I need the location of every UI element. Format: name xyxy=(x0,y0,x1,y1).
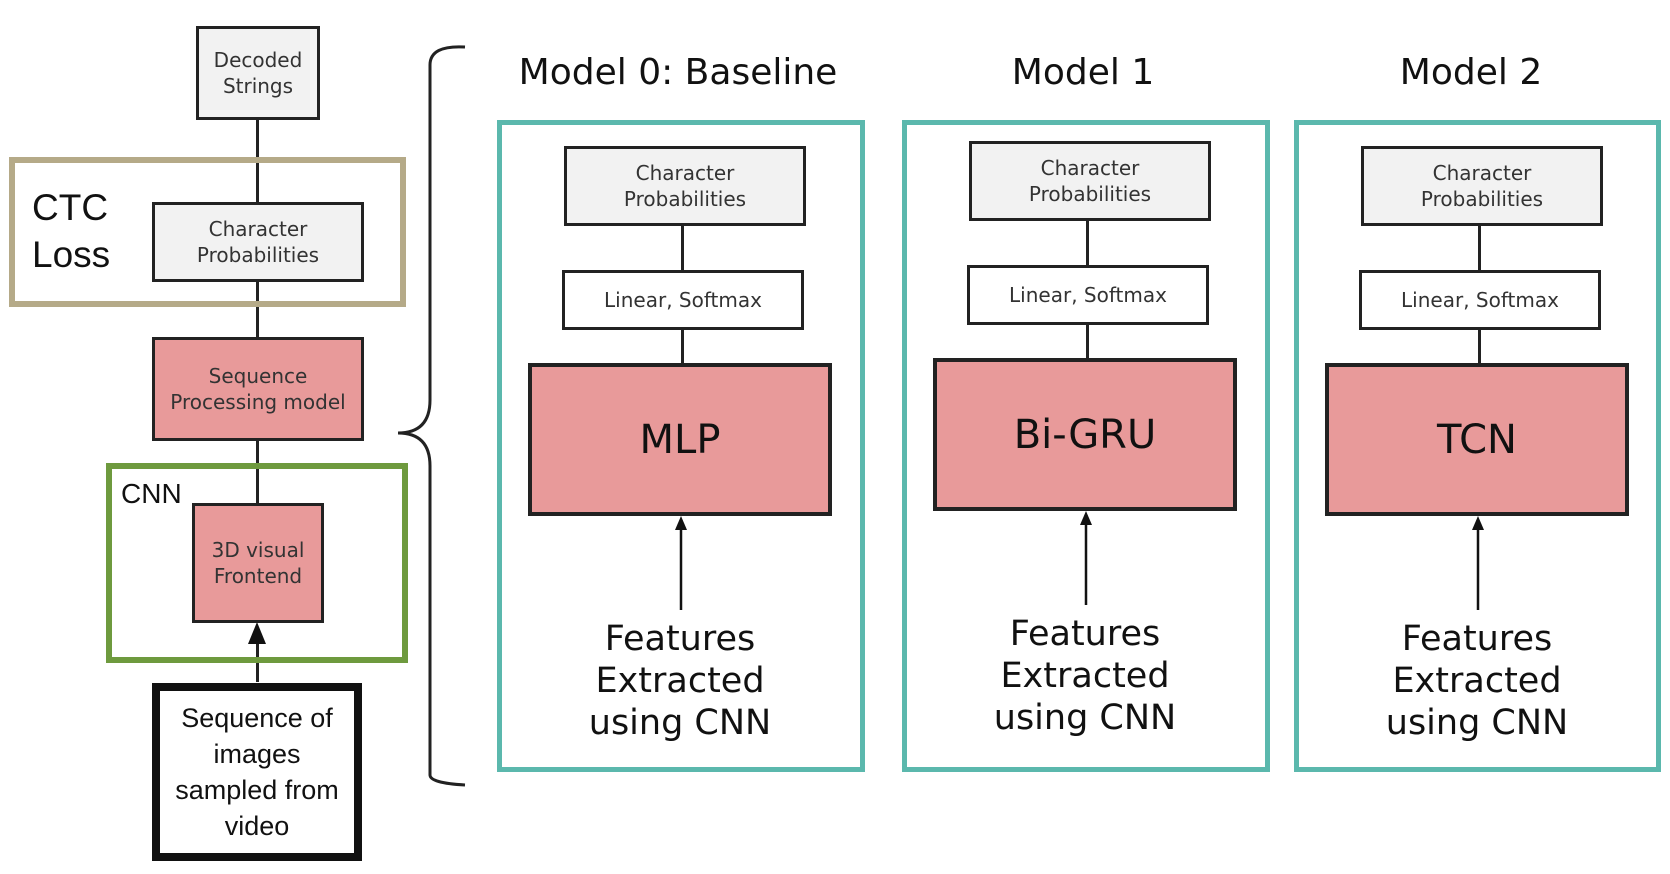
connector-line xyxy=(1478,224,1481,271)
sequence-processing-model-box: Sequence Processing model xyxy=(152,337,364,441)
model-0-title: Model 0: Baseline xyxy=(518,52,838,93)
model-1-bigru-box: Bi-GRU xyxy=(933,358,1237,511)
model-2-tcn-box: TCN xyxy=(1325,363,1629,516)
model-2-char-probs-box: Character Probabilities xyxy=(1361,146,1603,226)
3d-visual-frontend-box: 3D visual Frontend xyxy=(192,503,324,623)
model-0-arrow xyxy=(675,516,687,610)
input-sequence-box: Sequence of images sampled from video xyxy=(152,683,362,861)
ctc-loss-frame xyxy=(9,157,406,307)
connector-line xyxy=(1478,328,1481,365)
model-0-linear-softmax-box: Linear, Softmax xyxy=(562,270,804,330)
model-2-features-label: Features Extracted using CNN xyxy=(1385,619,1569,743)
model-1-linear-softmax-box: Linear, Softmax xyxy=(967,265,1209,325)
connector-line xyxy=(256,280,259,338)
model-1-char-probs-box: Character Probabilities xyxy=(969,141,1211,221)
cnn-frame xyxy=(106,463,408,663)
curly-brace xyxy=(397,45,466,787)
connector-line xyxy=(681,328,684,365)
ctc-loss-label: CTC Loss xyxy=(32,187,111,275)
input-sequence-label: Sequence of images sampled from video xyxy=(175,703,339,841)
model-1-arrow xyxy=(1080,511,1092,605)
model-0-features-label: Features Extracted using CNN xyxy=(588,619,772,743)
connector-line xyxy=(256,440,259,504)
cnn-label: CNN xyxy=(121,478,182,509)
character-probabilities-box: Character Probabilities xyxy=(152,202,364,282)
connector-line xyxy=(1086,219,1089,266)
model-1-features-label: Features Extracted using CNN xyxy=(993,614,1177,738)
input-arrow xyxy=(248,622,266,644)
model-1-title: Model 1 xyxy=(1011,52,1155,93)
model-0-mlp-box: MLP xyxy=(528,363,832,516)
connector-line xyxy=(681,224,684,271)
decoded-strings-box: Decoded Strings xyxy=(196,26,320,120)
model-0-char-probs-box: Character Probabilities xyxy=(564,146,806,226)
model-2-title: Model 2 xyxy=(1399,52,1543,93)
connector-line xyxy=(1086,323,1089,360)
model-2-linear-softmax-box: Linear, Softmax xyxy=(1359,270,1601,330)
model-2-arrow xyxy=(1472,516,1484,610)
